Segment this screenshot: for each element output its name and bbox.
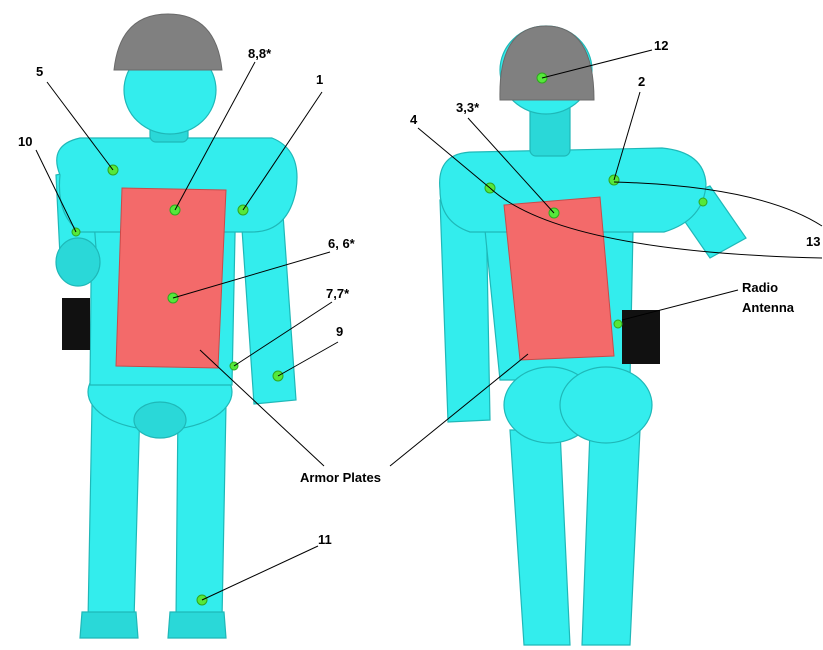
label-8: 8,8* <box>248 46 272 61</box>
label-6: 6, 6* <box>328 236 356 251</box>
front-left-hand <box>56 238 100 286</box>
front-right-leg <box>176 405 226 620</box>
label-4: 4 <box>410 112 418 127</box>
label-10: 10 <box>18 134 32 149</box>
label-radio-line2: Antenna <box>742 300 795 315</box>
front-groin <box>134 402 186 438</box>
label-7: 7,7* <box>326 286 350 301</box>
sensor-13 <box>699 198 707 206</box>
front-left-leg <box>88 405 140 620</box>
back-right-leg <box>582 430 640 645</box>
back-figure <box>440 26 746 645</box>
front-armor-plate <box>116 188 226 368</box>
label-12: 12 <box>654 38 668 53</box>
label-1: 1 <box>316 72 323 87</box>
front-helmet <box>114 14 222 70</box>
label-9: 9 <box>336 324 343 339</box>
sensor-radio-antenna <box>614 320 622 328</box>
back-buttock-right <box>560 367 652 443</box>
label-13: 13 <box>806 234 820 249</box>
label-5: 5 <box>36 64 43 79</box>
front-figure <box>56 14 297 638</box>
front-left-foot <box>80 612 138 638</box>
front-radio <box>62 298 90 350</box>
back-left-leg <box>510 430 570 645</box>
back-armor-plate <box>504 197 614 360</box>
label-radio-line1: Radio <box>742 280 778 295</box>
label-armor-plates: Armor Plates <box>300 470 381 485</box>
back-helmet <box>500 26 594 100</box>
front-right-foot <box>168 612 226 638</box>
label-11: 11 <box>318 532 332 547</box>
back-left-arm <box>440 200 490 422</box>
label-3: 3,3* <box>456 100 480 115</box>
label-2: 2 <box>638 74 645 89</box>
leader-radio <box>622 290 738 320</box>
